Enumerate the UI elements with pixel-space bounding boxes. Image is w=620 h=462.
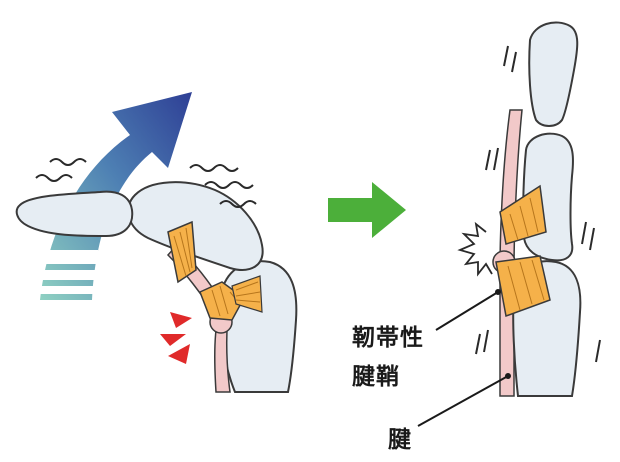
vibration-mark-icon — [35, 158, 257, 208]
ligament-band-upper — [167, 220, 197, 284]
ligament-leader-dot — [495, 289, 501, 295]
tendon-leader-line — [417, 375, 509, 427]
distal-bone — [528, 21, 579, 127]
pain-alert-icon — [160, 312, 192, 364]
vibration-mark-icon — [475, 45, 601, 363]
middle-bone — [127, 181, 264, 271]
transition-arrow-icon — [328, 182, 406, 238]
ligament-fan — [231, 275, 263, 313]
tendon-label: 腱 — [388, 427, 412, 453]
ligament-label: 靭帯性 — [352, 325, 424, 351]
tendon-leader-dot — [505, 373, 511, 379]
sheath-label: 腱鞘 — [352, 364, 400, 390]
right-straight-finger — [417, 21, 601, 427]
distal-bone — [15, 190, 134, 238]
ligament-leader-line — [435, 291, 499, 331]
ligament-band-lower — [495, 255, 551, 318]
ligament-band-upper — [499, 184, 547, 245]
left-bent-finger — [15, 92, 298, 393]
pain-burst-icon — [457, 221, 493, 277]
